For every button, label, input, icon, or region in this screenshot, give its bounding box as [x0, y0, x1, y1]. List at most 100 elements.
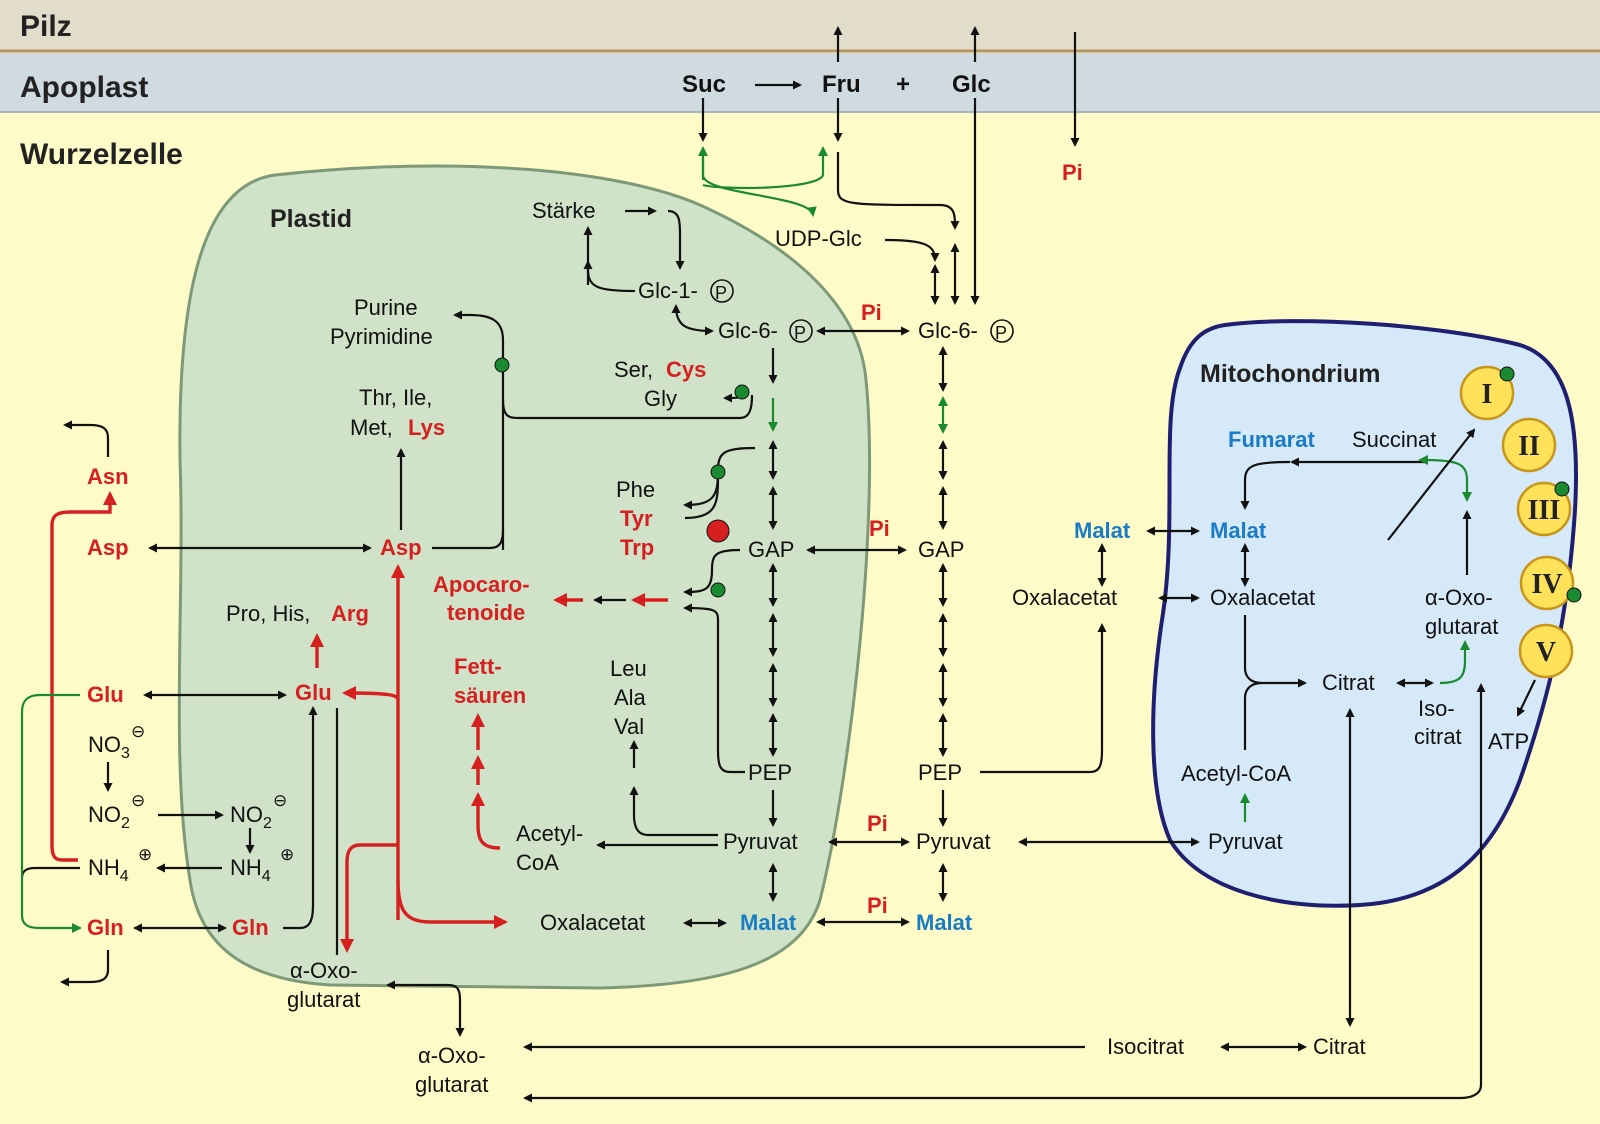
- ala-label: Ala: [614, 685, 647, 710]
- succinat-label: Succinat: [1352, 427, 1436, 452]
- iso1-label: Iso-: [1418, 696, 1455, 721]
- plastid-label: Plastid: [270, 205, 352, 233]
- staerke-branch: [667, 209, 685, 270]
- pi-a-label: Pi: [861, 300, 882, 325]
- pl-glc6p-label: Glc-6-: [718, 318, 778, 343]
- iso-to-oxo: [1439, 640, 1470, 685]
- acetyl-to-fett: [471, 792, 501, 850]
- acetyl-label-2: CoA: [516, 850, 559, 875]
- plus-label: +: [896, 71, 910, 98]
- asp-to-purine: [432, 529, 505, 550]
- aromatic-trp: [684, 479, 720, 520]
- no3-subscript: 3: [121, 745, 130, 762]
- nh4b-text: NH: [230, 855, 262, 880]
- apocaro-label-1: Apocaro-: [433, 572, 530, 597]
- pl-glc6p-p-symbol: P: [794, 323, 806, 343]
- fumarat-label: Fumarat: [1228, 427, 1315, 452]
- cyt-p-symbol: P: [995, 323, 1007, 343]
- glc1p-label: Glc-1-: [638, 278, 698, 303]
- complex-v-circle: [1518, 623, 1574, 679]
- complex-iv-dot: [1566, 587, 1582, 603]
- mito-malat-label: Malat: [1210, 518, 1267, 543]
- nh4-left-line: [20, 866, 80, 879]
- apoplast-band: [0, 53, 1600, 111]
- purine-control-dot: [494, 357, 510, 373]
- mito-oxalacetat-label: Oxalacetat: [1210, 585, 1315, 610]
- pl-glc6p-p-circle: [789, 319, 813, 343]
- ser-control-dot: [734, 384, 750, 400]
- no2a-subscript: 2: [121, 815, 130, 832]
- acetyl-label-1: Acetyl-: [516, 821, 583, 846]
- no3-charge: ⊖: [131, 722, 145, 741]
- mitochondrium-shape: [1151, 319, 1579, 908]
- cyt-oxo1-label: α-Oxo-: [418, 1043, 486, 1068]
- trp-label: Trp: [620, 535, 654, 560]
- mito-oxo2-label: glutarat: [1425, 614, 1498, 639]
- nh4a-text: NH: [88, 855, 120, 880]
- nh4b-subscript: 4: [262, 868, 271, 885]
- pl-pep-label: PEP: [748, 760, 792, 785]
- cyt-oxalacetat-label: Oxalacetat: [1012, 585, 1117, 610]
- pilz-band: [0, 0, 1600, 50]
- cyt-isocitrat-label: Isocitrat: [1107, 1034, 1184, 1059]
- no2b-charge: ⊖: [273, 791, 287, 810]
- complex-i-dot: [1499, 366, 1515, 382]
- sucrose-synthase-loop: [701, 148, 813, 215]
- complex-iii-dot: [1554, 481, 1570, 497]
- udpglc-to-glc6p: [884, 238, 940, 262]
- mito-oxo-to-cyt: [523, 683, 1486, 1103]
- apoplast-label: Apoplast: [20, 71, 148, 104]
- pl-gap-label: GAP: [748, 537, 794, 562]
- arg-label: Arg: [331, 601, 369, 626]
- purine-branch: [453, 310, 505, 550]
- udp-glc-label: UDP-Glc: [775, 226, 862, 251]
- glc-label: Glc: [952, 71, 991, 98]
- thr-label: Thr, Ile,: [359, 385, 432, 410]
- glc1p-glc6p: [671, 304, 714, 336]
- gln-export: [60, 950, 110, 987]
- plastid-oxo-to-cyt: [386, 980, 465, 1037]
- pyruvat-to-leu: [629, 786, 718, 837]
- pep-to-apocaro: [683, 603, 745, 774]
- complex-iii-circle: [1516, 481, 1572, 537]
- complex-v-label: V: [1536, 637, 1556, 668]
- complex-v-atp: [1517, 679, 1536, 717]
- wurzelzelle-label: Wurzelzelle: [20, 138, 183, 171]
- gly-label: Gly: [644, 386, 677, 411]
- gln-to-glu: [283, 706, 318, 930]
- pl-glu-label: Glu: [295, 680, 332, 705]
- cyt-pep-label: PEP: [918, 760, 962, 785]
- cys-label: Cys: [666, 357, 706, 382]
- complex-iv-label: IV: [1531, 569, 1562, 600]
- pi-c-label: Pi: [867, 811, 888, 836]
- no2b-text: NO: [230, 802, 263, 827]
- fett-label-2: säuren: [454, 683, 526, 708]
- pl-pyruvat-label: Pyruvat: [723, 829, 798, 854]
- ser-label: Ser,: [614, 357, 653, 382]
- no2a-label: NO2: [88, 802, 130, 832]
- pi-cytosol-label: Pi: [1062, 160, 1083, 185]
- phe-label: Phe: [616, 477, 655, 502]
- nh4b-label: NH4: [230, 855, 271, 885]
- tyr-label: Tyr: [620, 506, 653, 531]
- pl-gln-label: Gln: [232, 915, 269, 940]
- cyt-oxo2-label: glutarat: [415, 1072, 488, 1097]
- pi-d-label: Pi: [867, 893, 888, 918]
- green-succinat: [1418, 455, 1472, 502]
- nh4-to-asn: [50, 491, 117, 862]
- mito-oxo1-label: α-Oxo-: [1425, 585, 1493, 610]
- aromatic-control-dot: [710, 464, 726, 480]
- left-gln-label: Gln: [87, 915, 124, 940]
- cyt-malat2-label: Malat: [1074, 518, 1131, 543]
- cyt-glc6p-label: Glc-6-: [918, 318, 978, 343]
- fett-label-1: Fett-: [454, 654, 502, 679]
- complex-ii-label: II: [1518, 431, 1540, 462]
- cyt-gap-label: GAP: [918, 537, 964, 562]
- cyt-malat-label: Malat: [916, 910, 973, 935]
- atp-label: ATP: [1488, 729, 1529, 754]
- apocaro-label-2: tenoide: [447, 600, 525, 625]
- complex-i-label: I: [1482, 379, 1493, 410]
- apocaro-control-dot: [710, 582, 726, 598]
- glc1p-p-circle: [710, 279, 734, 303]
